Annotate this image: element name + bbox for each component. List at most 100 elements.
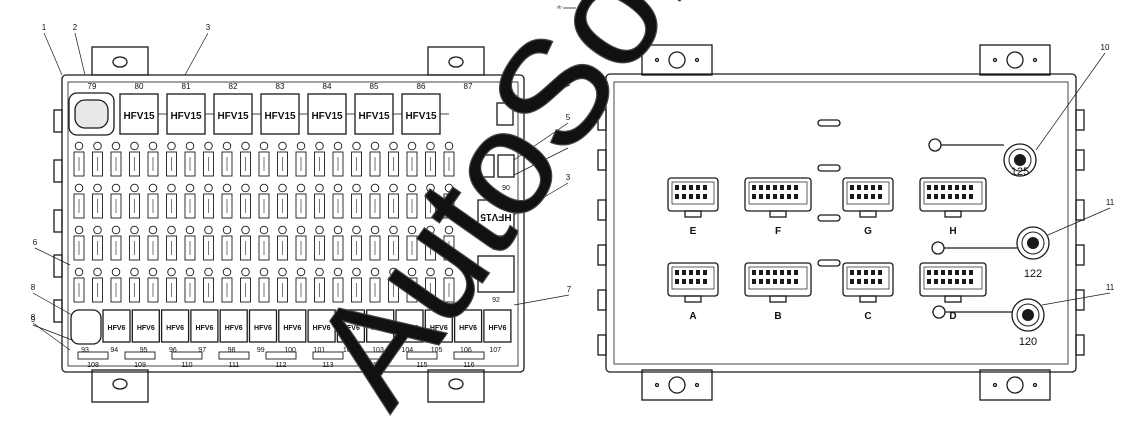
terminal-pin [955, 185, 959, 190]
relay-90 [497, 154, 515, 178]
relay-HFV6 [160, 309, 190, 343]
side-clip-left [597, 109, 607, 131]
side-relay-number: 89 [482, 185, 490, 192]
fuse-socket [352, 183, 361, 193]
relay-label: HFV6 [283, 325, 301, 332]
mini-fuse [314, 193, 325, 219]
fuse-socket [167, 225, 176, 235]
bottom-relay-number: 103 [372, 347, 384, 354]
callout-leader [43, 32, 63, 76]
maxi-fuse [265, 351, 297, 360]
mini-fuse [295, 235, 307, 261]
fuse-socket [148, 225, 158, 235]
relay-HFV6 [366, 309, 395, 343]
relay-HFV6 [453, 309, 483, 343]
mini-fuse [184, 151, 196, 177]
fuse-socket [241, 141, 250, 151]
maxi-fuse [359, 351, 391, 360]
callout-number: 5 [566, 113, 571, 122]
relay-label: HFV6 [166, 325, 184, 332]
side-clip-left [597, 289, 607, 311]
fuse-socket [130, 183, 139, 193]
terminal-pin [689, 270, 693, 275]
fuse-socket [111, 225, 121, 235]
top-relay-number: 88 [503, 82, 512, 91]
terminal-pin [857, 270, 861, 275]
mini-fuse [314, 277, 325, 303]
power-stud-nut [1021, 231, 1045, 255]
mini-fuse [332, 277, 344, 303]
terminal-pin [955, 194, 959, 199]
terminal-pin [934, 185, 938, 190]
side-clip-right [1075, 149, 1085, 171]
terminal-pin [675, 185, 679, 190]
fuse-socket [426, 225, 435, 235]
mini-fuse [388, 235, 399, 261]
callout-number: 11 [1106, 198, 1115, 207]
terminal-pin [969, 279, 973, 284]
watermark-layer: AutoSoft ᵒᵇ ═══ [278, 0, 747, 434]
mounting-hole [448, 378, 464, 390]
terminal-pin [773, 185, 777, 190]
fuse-socket [333, 267, 343, 277]
relay-label: HFV15 [264, 111, 296, 122]
terminal-pin [689, 194, 693, 199]
ring-terminal [932, 305, 946, 319]
terminal-pin [773, 270, 777, 275]
fuse-socket [370, 183, 380, 193]
fuse-socket [370, 267, 380, 277]
connector-label: C [864, 311, 871, 322]
relay-92 [477, 255, 515, 293]
fuse-socket [93, 267, 102, 277]
connector-cavity [671, 266, 715, 290]
terminal-pin [766, 279, 770, 284]
terminal-pin [969, 194, 973, 199]
mini-fuse [258, 151, 270, 177]
callout-number: 8 [31, 283, 36, 292]
fuse-socket [315, 267, 324, 277]
relay-label: HFV6 [342, 325, 360, 332]
relay-HFV6 [424, 309, 453, 343]
fuse-socket [333, 141, 343, 151]
mini-fuse [425, 151, 436, 177]
relay-label: HFV6 [488, 325, 506, 332]
callout-leader [513, 182, 569, 216]
side-clip-left [53, 299, 63, 323]
terminal-pin [766, 185, 770, 190]
maxi-fuse [312, 351, 344, 360]
terminal-pin [962, 270, 966, 275]
connector-latch [769, 295, 787, 303]
terminal-pin [871, 194, 875, 199]
mini-fuse [258, 277, 270, 303]
guide-slot [817, 119, 841, 127]
fuse-socket [185, 267, 195, 277]
top-relay-number: 86 [417, 82, 426, 91]
mini-fuse [92, 235, 103, 261]
side-clip-left [597, 199, 607, 221]
top-relay-number: 87 [464, 82, 473, 91]
connector-cavity [748, 266, 808, 290]
relay-label: HFV15 [170, 111, 202, 122]
fuse-socket [185, 183, 195, 193]
fuse-socket [278, 267, 287, 277]
mini-fuse [240, 151, 251, 177]
rivet [992, 57, 998, 63]
mini-fuse [184, 277, 196, 303]
housing-outline [605, 73, 1077, 373]
terminal-pin [864, 185, 868, 190]
relay-HFV6 [278, 309, 307, 343]
fuse-socket [389, 225, 398, 235]
relay-HFV6 [307, 309, 336, 343]
bottom-fuse-number: 108 [87, 362, 99, 369]
relay-89 [477, 154, 495, 178]
side-clip-left [53, 109, 63, 133]
connector-cavity [671, 181, 715, 205]
mounting-bracket-bottom-1 [979, 369, 1051, 401]
fuse-socket [167, 267, 176, 277]
fuse-socket [111, 141, 121, 151]
maxi-fuse [171, 351, 203, 360]
callout-leader [184, 32, 209, 76]
terminal-pin [969, 270, 973, 275]
fuse-socket [241, 267, 250, 277]
guide-slot [817, 259, 841, 267]
